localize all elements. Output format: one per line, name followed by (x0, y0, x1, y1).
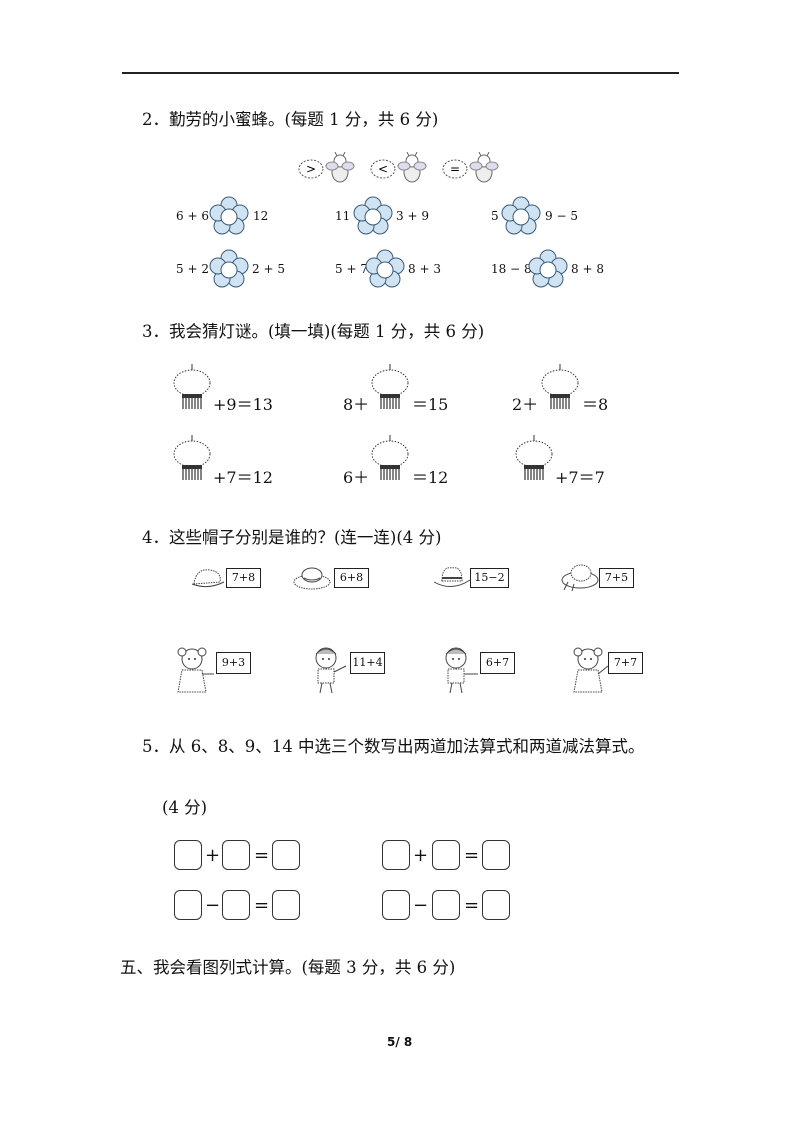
flower-answer-slot[interactable] (364, 249, 406, 293)
bee-bubble-equal: = (442, 158, 468, 184)
equals-sign: = (464, 895, 480, 916)
q3-title: 3．我会猜灯谜。(填一填)(每题 1 分，共 6 分) (142, 322, 485, 341)
answer-box[interactable] (272, 890, 300, 920)
hat-label-3: 15−2 (470, 568, 509, 588)
q2-left-3: 5 (491, 209, 499, 223)
answer-box[interactable] (382, 840, 410, 870)
equals-sign: = (254, 895, 270, 916)
svg-text:<: < (378, 162, 388, 176)
q2-left-1: 6 + 6 (176, 209, 209, 223)
q5-title: 5．从 6、8、9、14 中选三个数写出两道加法算式和两道减法算式。 (142, 737, 645, 756)
boy-figure-icon[interactable] (308, 646, 350, 698)
q2-left-6: 18 − 8 (491, 262, 532, 276)
sunhat-icon[interactable] (292, 562, 332, 596)
q5-score: (4 分) (162, 798, 208, 817)
answer-box[interactable] (222, 840, 250, 870)
equals-sign: = (254, 845, 270, 866)
equals-sign: = (464, 845, 480, 866)
bee-icon (325, 151, 355, 188)
minus-sign: − (205, 895, 221, 916)
lantern-answer-slot[interactable] (540, 364, 580, 414)
q2-right-3: 9 − 5 (545, 209, 578, 223)
bonnet-hat-icon[interactable] (560, 560, 600, 596)
lantern-answer-slot[interactable] (370, 435, 410, 485)
q2-right-5: 8 + 3 (408, 262, 441, 276)
q3-post-4: +7＝12 (213, 468, 273, 487)
bee-icon (469, 151, 499, 188)
q3-post-1: +9＝13 (213, 395, 273, 414)
plus-sign: + (205, 845, 221, 866)
svg-text:>: > (306, 162, 316, 176)
q2-right-4: 2 + 5 (252, 262, 285, 276)
kid-label-2: 11+4 (350, 652, 385, 674)
q2-right-1: 12 (253, 209, 269, 223)
hat-label-2: 6+8 (334, 568, 369, 588)
q2-right-2: 3 + 9 (396, 209, 429, 223)
q3-pre-3: 2＋ (512, 395, 539, 414)
girl-figure-icon[interactable] (174, 646, 216, 698)
answer-box[interactable] (432, 840, 460, 870)
q3-post-5: ＝12 (412, 468, 449, 487)
bee-bubble-less: < (370, 158, 396, 184)
q3-pre-5: 6＋ (343, 468, 370, 487)
q3-post-6: +7＝7 (555, 468, 605, 487)
answer-box[interactable] (432, 890, 460, 920)
q2-title: 2．勤劳的小蜜蜂。(每题 1 分，共 6 分) (142, 110, 439, 129)
q4-title: 4．这些帽子分别是谁的？(连一连)(4 分) (142, 528, 442, 547)
plus-sign: + (413, 845, 429, 866)
flower-answer-slot[interactable] (500, 196, 542, 240)
q2-right-6: 8 + 8 (571, 262, 604, 276)
flower-answer-slot[interactable] (527, 249, 569, 293)
bee-bubble-greater: > (298, 158, 324, 184)
header-rule (122, 72, 679, 74)
cowboy-hat-icon[interactable] (432, 562, 472, 596)
flower-answer-slot[interactable] (208, 249, 250, 293)
flower-answer-slot[interactable] (208, 196, 250, 240)
answer-box[interactable] (174, 840, 202, 870)
svg-text:=: = (450, 162, 460, 176)
boy-figure-icon[interactable] (438, 646, 480, 698)
kid-label-1: 9+3 (216, 652, 251, 674)
answer-box[interactable] (174, 890, 202, 920)
q2-left-4: 5 + 2 (176, 262, 209, 276)
answer-box[interactable] (482, 840, 510, 870)
lantern-answer-slot[interactable] (172, 364, 212, 414)
answer-box[interactable] (482, 890, 510, 920)
q2-left-5: 5 + 7 (335, 262, 368, 276)
lantern-answer-slot[interactable] (514, 435, 554, 485)
bee-legend: > < = (298, 151, 503, 190)
q3-post-3: ＝8 (582, 395, 609, 414)
cap-hat-icon[interactable] (190, 564, 226, 596)
hat-label-4: 7+5 (599, 568, 634, 588)
bee-icon (397, 151, 427, 188)
lantern-answer-slot[interactable] (370, 364, 410, 414)
answer-box[interactable] (222, 890, 250, 920)
kid-label-3: 6+7 (480, 652, 515, 674)
minus-sign: − (413, 895, 429, 916)
q2-left-2: 11 (335, 209, 351, 223)
answer-box[interactable] (272, 840, 300, 870)
flower-answer-slot[interactable] (352, 196, 394, 240)
hat-label-1: 7+8 (226, 568, 261, 588)
answer-box[interactable] (382, 890, 410, 920)
girl-figure-icon[interactable] (570, 646, 612, 698)
section5-title: 五、我会看图列式计算。(每题 3 分，共 6 分) (120, 958, 456, 977)
kid-label-4: 7+7 (608, 652, 643, 674)
page-number: 5/ 8 (387, 1035, 413, 1049)
lantern-answer-slot[interactable] (172, 435, 212, 485)
q3-pre-2: 8＋ (343, 395, 370, 414)
q3-post-2: ＝15 (412, 395, 449, 414)
